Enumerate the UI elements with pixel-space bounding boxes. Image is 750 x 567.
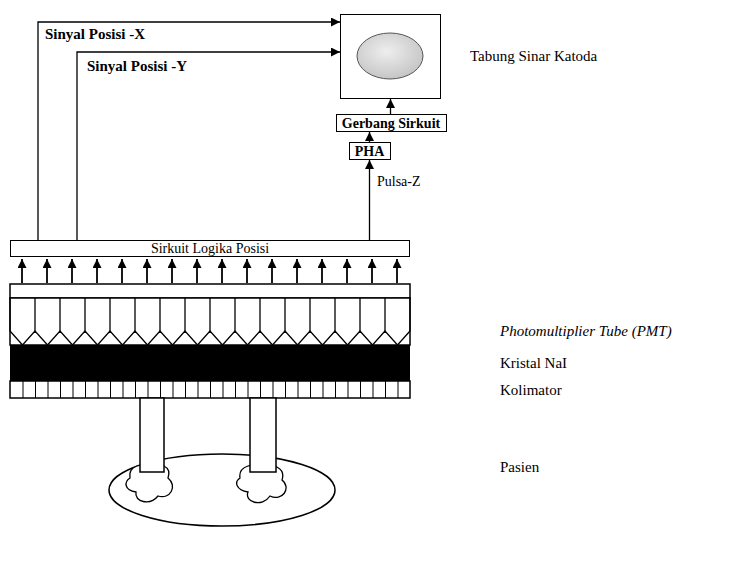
septum xyxy=(23,381,24,398)
tube-wall xyxy=(384,298,385,331)
signal-arrow xyxy=(371,259,373,283)
tube-wall xyxy=(309,298,310,331)
tube-wall xyxy=(409,298,410,331)
position-logic-bar: Sirkuit Logika Posisi xyxy=(10,240,410,257)
part-label: Photomultiplier Tube (PMT) xyxy=(500,322,672,340)
septum xyxy=(110,381,111,398)
part-label: Pasien xyxy=(500,458,539,476)
connector-arrow xyxy=(369,132,370,142)
tube-wall xyxy=(234,298,235,331)
signal-arrow xyxy=(271,259,273,283)
septum xyxy=(123,381,124,398)
connector-arrow xyxy=(390,99,391,114)
septum xyxy=(60,381,61,398)
septum xyxy=(385,381,386,398)
tube-wall xyxy=(359,298,360,331)
signal-arrow xyxy=(171,259,173,283)
septum xyxy=(335,381,336,398)
part-label: Kolimator xyxy=(500,381,562,399)
gamma-ray-beam xyxy=(140,398,164,472)
septum xyxy=(73,381,74,398)
collimator-septa xyxy=(23,381,398,398)
tube-wall xyxy=(209,298,210,331)
signal-arrow xyxy=(146,259,148,283)
septum xyxy=(35,381,36,398)
photocathode-edge xyxy=(10,331,410,345)
tube-wall xyxy=(259,298,260,331)
tube-wall xyxy=(134,298,135,331)
tube-wall xyxy=(34,298,35,331)
septum xyxy=(173,381,174,398)
tube-wall xyxy=(84,298,85,331)
septum xyxy=(210,381,211,398)
tube-wall xyxy=(334,298,335,331)
septum xyxy=(235,381,236,398)
septum xyxy=(373,381,374,398)
connector-arrow xyxy=(77,52,340,240)
crt-screen xyxy=(341,15,439,97)
septum xyxy=(260,381,261,398)
crt-screen-box: Tabung Sinar Katoda xyxy=(340,14,441,99)
signal-arrow xyxy=(96,259,98,283)
septum xyxy=(310,381,311,398)
connector-arrow xyxy=(369,160,370,240)
septum xyxy=(135,381,136,398)
screen-spot xyxy=(357,33,423,79)
signal-arrow xyxy=(246,259,248,283)
septum xyxy=(198,381,199,398)
box-label: Sirkuit Logika Posisi xyxy=(151,241,269,256)
signal-arrow xyxy=(221,259,223,283)
pha-box: PHA xyxy=(349,142,391,160)
septum xyxy=(148,381,149,398)
tube-wall xyxy=(59,298,60,331)
septum xyxy=(398,381,399,398)
signal-arrow xyxy=(346,259,348,283)
septum xyxy=(185,381,186,398)
signal-arrow xyxy=(196,259,198,283)
collimator xyxy=(10,381,410,398)
septum xyxy=(160,381,161,398)
septum xyxy=(285,381,286,398)
signal-arrow xyxy=(396,259,398,283)
pmt-base-plate xyxy=(10,284,410,298)
tube-wall xyxy=(184,298,185,331)
septum xyxy=(85,381,86,398)
tube-wall xyxy=(159,298,160,331)
signal-arrow xyxy=(71,259,73,283)
gate-circuit-box: Gerbang Sirkuit xyxy=(336,114,447,132)
pmt-signal-arrows xyxy=(22,259,397,283)
signal-arrow xyxy=(21,259,23,283)
gamma-ray-beam xyxy=(250,398,276,472)
tube-wall xyxy=(109,298,110,331)
box-label: Gerbang Sirkuit xyxy=(342,116,440,131)
septum xyxy=(323,381,324,398)
septum xyxy=(48,381,49,398)
septum xyxy=(360,381,361,398)
signal-label: Pulsa-Z xyxy=(376,174,422,190)
nai-crystal xyxy=(10,345,410,381)
pmt-tubes xyxy=(10,298,410,345)
signal-arrow xyxy=(46,259,48,283)
box-label: Tabung Sinar Katoda xyxy=(470,49,597,64)
box-label: PHA xyxy=(355,144,385,159)
septum xyxy=(248,381,249,398)
connector-arrow xyxy=(38,22,340,240)
septum xyxy=(348,381,349,398)
tube-wall xyxy=(284,298,285,331)
septum xyxy=(223,381,224,398)
septum xyxy=(273,381,274,398)
septum xyxy=(298,381,299,398)
signal-arrow xyxy=(321,259,323,283)
signal-label: Sinyal Posisi -X xyxy=(44,26,146,42)
signal-label: Sinyal Posisi -Y xyxy=(86,58,188,74)
tube-wall xyxy=(9,298,10,331)
septum xyxy=(98,381,99,398)
part-label: Kristal NaI xyxy=(500,354,567,372)
signal-arrow xyxy=(121,259,123,283)
pmt-array xyxy=(10,298,410,345)
signal-arrow xyxy=(296,259,298,283)
